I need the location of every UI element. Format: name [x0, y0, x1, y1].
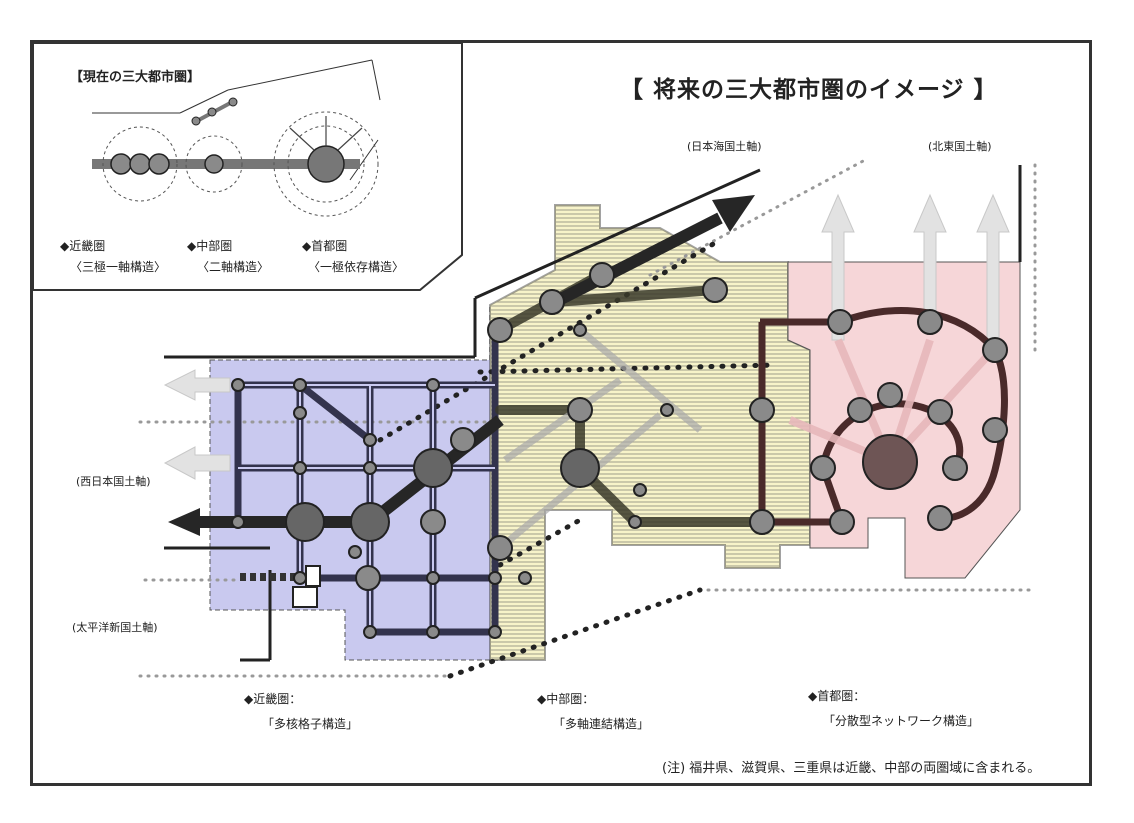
label-west-japan-axis: (西日本国土軸) — [76, 475, 151, 488]
region-kinki-structure: 「多核格子構造」 — [262, 717, 359, 731]
inset-kinki-structure: 〈三極一軸構造〉 — [70, 260, 167, 274]
dotted-guides — [138, 158, 1037, 678]
terminal-boxes — [292, 565, 321, 608]
inset-kinki-name: ◆近畿圏 — [60, 239, 106, 253]
inset-title: 【現在の三大都市圏】 — [70, 70, 201, 85]
inset-shuto-structure: 〈一極依存構造〉 — [308, 260, 405, 274]
footnote: (注) 福井県、滋賀県、三重県は近畿、中部の両圏域に含まれる。 — [662, 761, 1041, 776]
region-chubu-structure: 「多軸連結構造」 — [553, 717, 650, 731]
inset-chubu-name: ◆中部圏 — [187, 239, 233, 253]
label-japan-sea-axis: (日本海国土軸) — [687, 140, 762, 153]
northeast-axis-arrows — [821, 193, 1010, 341]
region-chubu-name: ◆中部圏： — [537, 692, 595, 706]
inset-shuto-name: ◆首都圏 — [302, 239, 348, 253]
inset-diagram — [92, 59, 381, 217]
inset-chubu-structure: 〈二軸構造〉 — [197, 260, 270, 274]
west-axis-arrows — [163, 369, 231, 480]
label-pacific-new-axis: (太平洋新国土軸) — [72, 621, 158, 634]
dark-dotted-lines — [377, 237, 778, 679]
boundary-lines — [164, 165, 1022, 662]
label-northeast-axis: (北東国土軸) — [928, 140, 992, 153]
page-title: 【 将来の三大都市圏のイメージ 】 — [620, 77, 998, 103]
region-kinki-name: ◆近畿圏： — [244, 692, 302, 706]
network-nodes — [231, 262, 1008, 639]
shuto-network — [758, 307, 1008, 526]
region-shuto-name: ◆首都圏： — [808, 689, 866, 703]
region-shuto-structure: 「分散型ネットワーク構造」 — [823, 714, 980, 728]
